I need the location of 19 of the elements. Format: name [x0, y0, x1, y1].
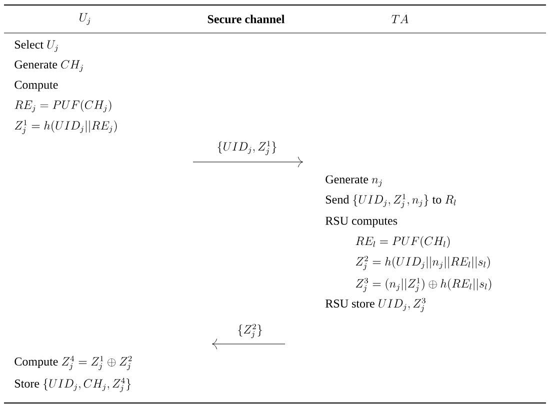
formula: $Z_j^2 = h(UID_j||n_j||RE_l||s_l)$	[356, 256, 490, 270]
formula: $Z_j^1 = h(UID_j||RE_j)$	[14, 120, 117, 134]
message-label: $\{Z_j^2\}$	[238, 324, 262, 338]
protocol-step: $\text{Compute }Z_j^4 = Z_j^1 \oplus Z_j^2$	[14, 356, 132, 370]
column-header: $TA$	[392, 14, 408, 24]
protocol-step: RSU computes	[326, 216, 398, 228]
protocol-step: $\text{Generate }n_j$	[326, 175, 382, 187]
column-header: Secure channel	[208, 14, 284, 24]
protocol-step: $\text{Select }U_j$	[15, 40, 58, 52]
message-label: $\{UID_j, Z_j^1\}$	[218, 140, 276, 156]
protocol-step: $\text{RSU store }UID_j, Z_j^3$	[326, 298, 426, 312]
protocol-step: Compute	[14, 80, 58, 92]
formula: $RE_j = PUF(CH_j)$	[14, 100, 112, 112]
protocol-step: $\text{Send }\{UID_j, Z_j^1, n_j\}\text{ to }R_l$	[326, 194, 456, 208]
column-header: $U_j$	[80, 13, 90, 25]
protocol-step: $\text{Store }\{UID_j, CH_j, Z_j^4\}$	[15, 378, 131, 392]
formula: $RE_l = PUF(CH_l)$	[356, 236, 450, 248]
protocol-step: $\text{Generate }CH_j$	[14, 60, 83, 72]
formula: $Z_j^3 = (n_j||Z_j^1) \oplus h(RE_l||s_l)$	[356, 278, 492, 292]
